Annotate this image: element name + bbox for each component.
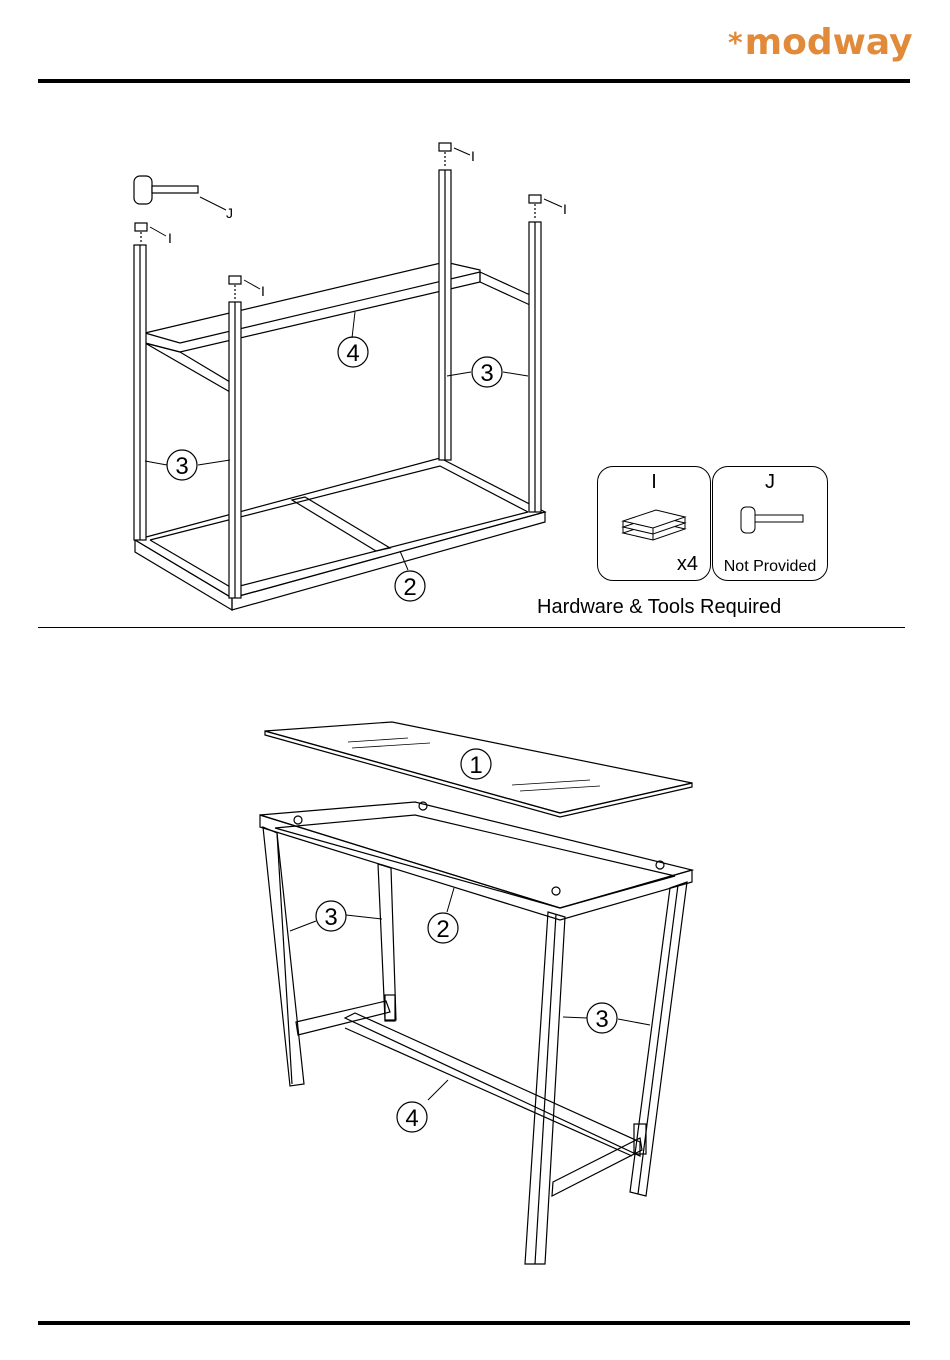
hardware-label-J: J	[713, 471, 827, 494]
label-I-front-left: I	[261, 283, 265, 299]
hardware-box-mallet: J Not Provided	[712, 466, 828, 581]
label-part-4-step2: 4	[405, 1105, 418, 1132]
leg-front-left	[229, 302, 241, 598]
leg-back-left-step2	[263, 827, 304, 1086]
leg-back-left	[134, 245, 146, 540]
section-divider	[38, 627, 905, 628]
bottom-frame	[135, 458, 545, 610]
hardware-label-I: I	[598, 471, 710, 494]
label-part-3-right-step2: 3	[595, 1006, 608, 1033]
leg-back-middle-step2	[378, 864, 396, 1020]
label-J-step1: J	[226, 205, 233, 221]
label-part-3-left-step1: 3	[175, 453, 188, 480]
label-I-front-right: I	[563, 201, 567, 217]
hardware-qty-I: x4	[677, 553, 698, 576]
label-part-4-step1: 4	[346, 340, 359, 367]
leg-front-right-step2	[630, 882, 687, 1196]
footer-rule	[38, 1321, 910, 1325]
label-I-back-right: I	[471, 148, 475, 164]
label-part-3-right-step1: 3	[480, 360, 493, 387]
hardware-title: Hardware & Tools Required	[537, 596, 781, 619]
step2-diagram: 1 3 2 3 4	[0, 660, 950, 1310]
glide-pad-icon	[618, 507, 698, 547]
label-part-1-step2: 1	[469, 752, 482, 779]
mallet-icon	[134, 176, 198, 204]
label-part-3-left-step2: 3	[324, 904, 337, 931]
label-part-2-step1: 2	[403, 574, 416, 601]
leg-front-left-step2	[525, 912, 565, 1264]
leg-front-right	[529, 222, 541, 512]
mallet-icon	[735, 503, 815, 543]
leg-back-right	[439, 170, 451, 460]
hardware-box-glide-pad: I x4	[597, 466, 711, 581]
stretcher-step2	[296, 995, 646, 1196]
hardware-note-J: Not Provided	[713, 558, 827, 576]
label-part-2-step2: 2	[436, 916, 449, 943]
label-I-back-left: I	[168, 230, 172, 246]
